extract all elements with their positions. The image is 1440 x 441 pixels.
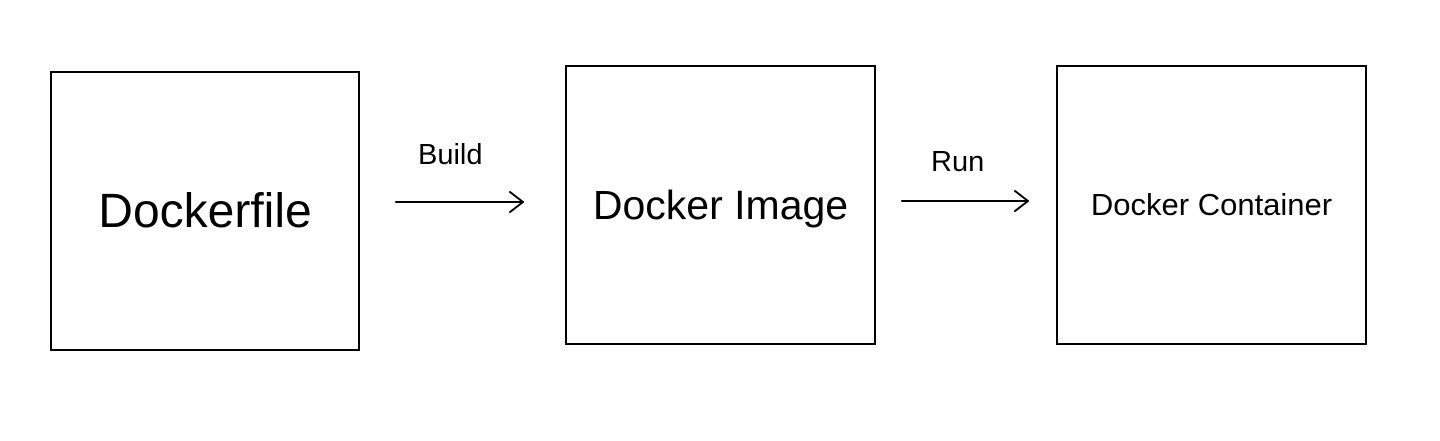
dockerfile-label: Dockerfile [98,184,312,238]
build-arrow [395,191,524,213]
docker-container-label: Docker Container [1090,187,1333,222]
docker-container-box: Docker Container [1056,65,1367,345]
docker-image-box: Docker Image [565,65,876,345]
dockerfile-box: Dockerfile [50,71,360,351]
docker-image-label: Docker Image [592,181,849,228]
build-arrowhead [509,191,524,213]
build-label: Build [418,139,483,171]
run-label: Run [931,146,985,178]
run-arrowhead [1014,190,1029,212]
run-arrow [901,190,1029,212]
